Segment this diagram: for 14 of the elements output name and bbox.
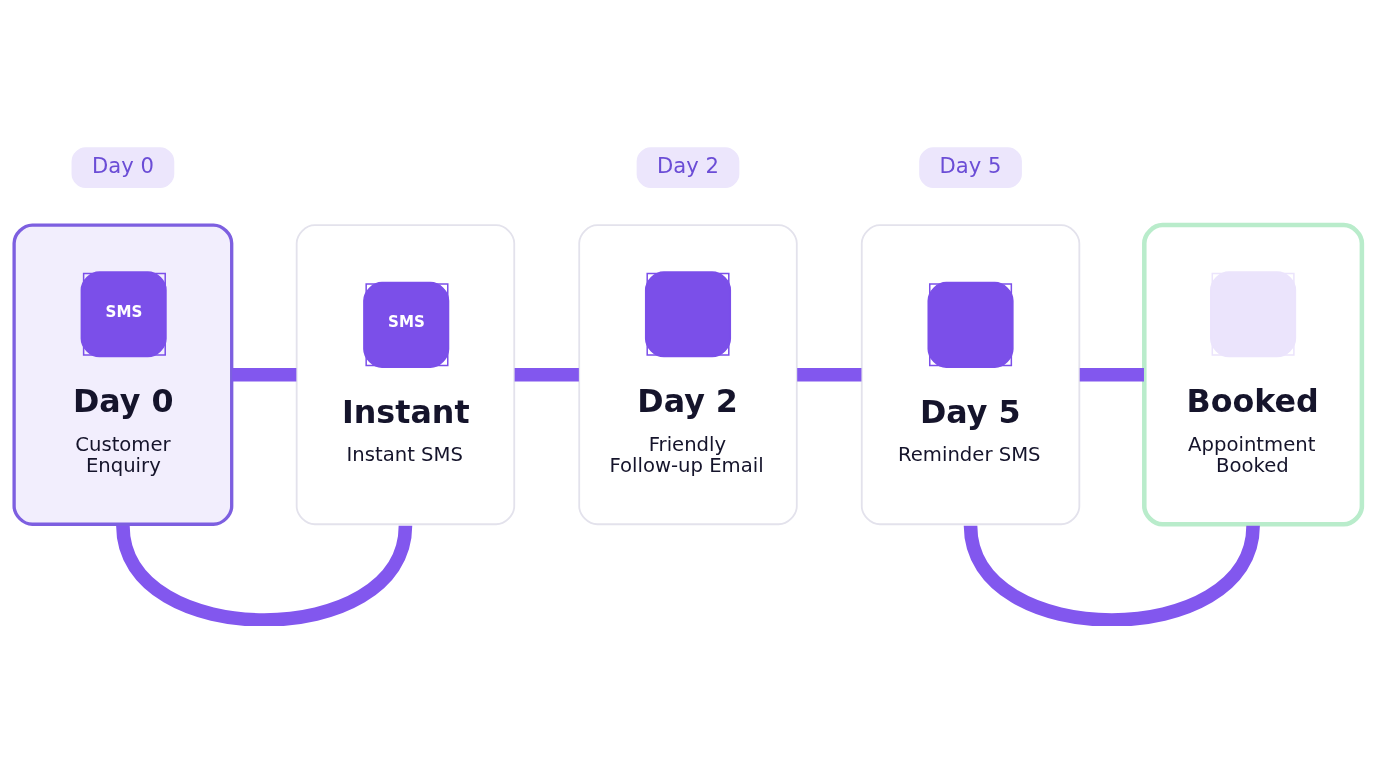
- connector: [514, 367, 579, 382]
- connector: [797, 367, 862, 382]
- node-box: Day 5: [919, 147, 1022, 189]
- node-box: SMS Instant Instant SMS: [295, 224, 516, 526]
- connector: [1079, 367, 1144, 382]
- node-box: Day 5 Reminder SMS: [860, 224, 1081, 526]
- connector: [232, 367, 297, 382]
- connector: [963, 524, 1260, 626]
- node-box: Day 2: [636, 147, 740, 189]
- connector: [116, 524, 413, 626]
- node-box: Day 2 Friendly Follow-up Email: [578, 224, 798, 526]
- node-box: Day 0: [71, 147, 175, 189]
- node-box: Booked Appointment Booked: [1142, 222, 1365, 527]
- node-box: SMS Day 0 Customer Enquiry: [12, 223, 234, 526]
